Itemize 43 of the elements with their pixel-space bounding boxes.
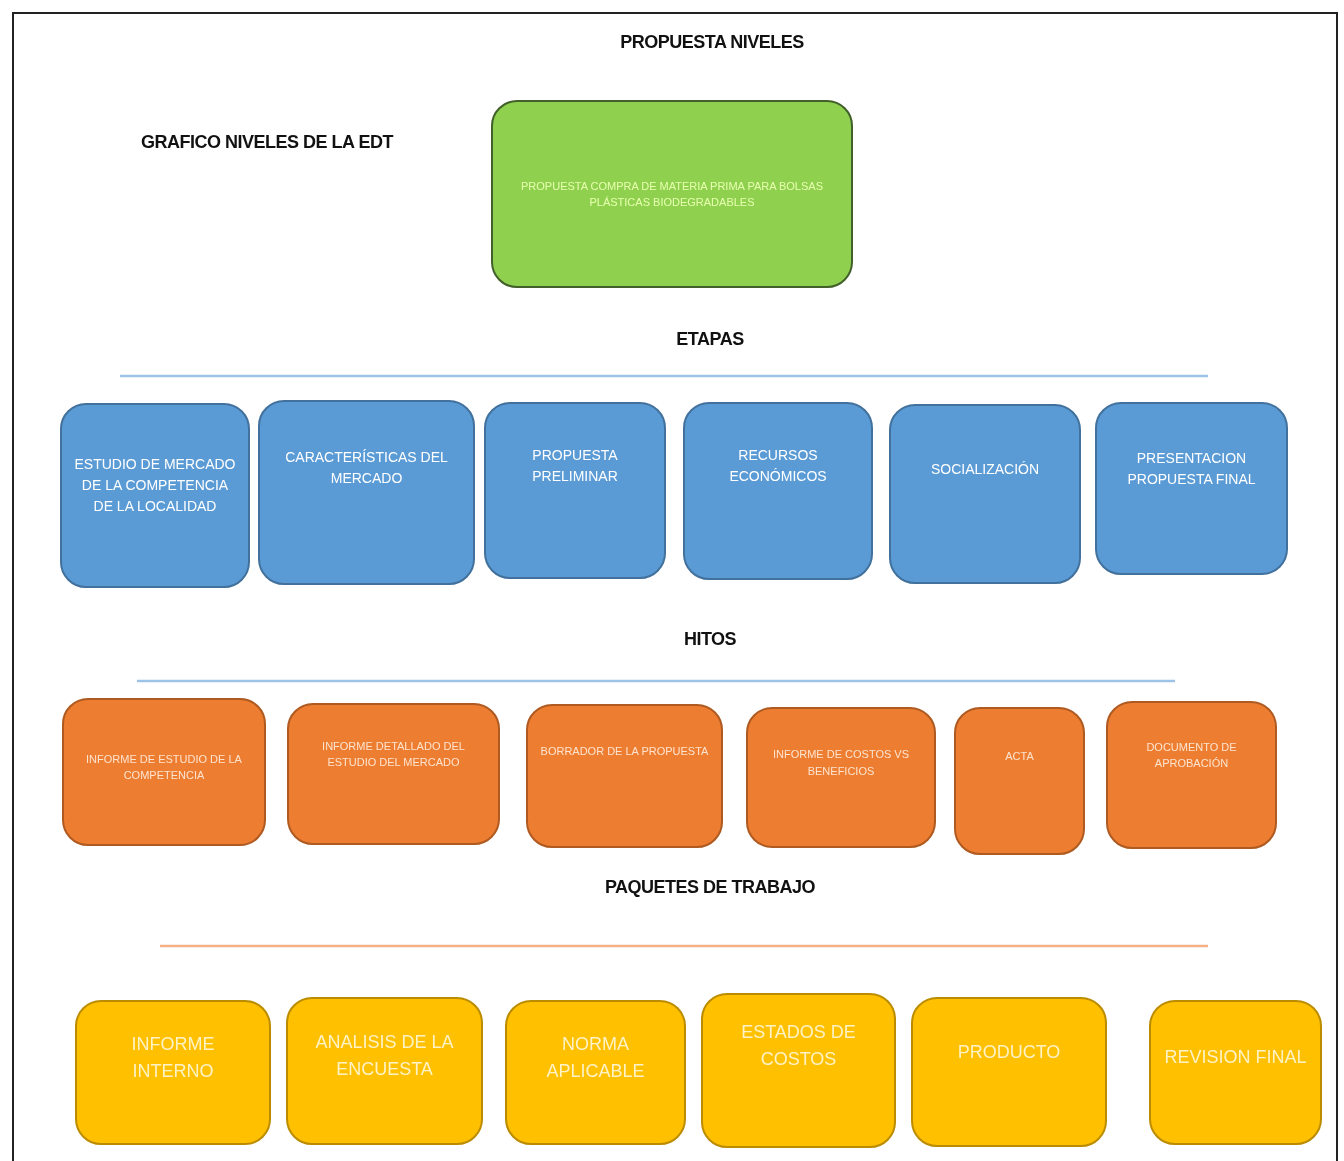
box-label: DOCUMENTO DE APROBACIÓN (1145, 739, 1238, 771)
box-label: REVISION FINAL (1164, 1046, 1307, 1069)
box-label: ACTA (1005, 748, 1034, 764)
diagram-title: PROPUESTA NIVELES (620, 32, 804, 53)
box-label: BORRADOR DE LA PROPUESTA (540, 743, 709, 759)
process-box (526, 704, 723, 848)
process-box (287, 703, 500, 845)
box-label: INFORME DE ESTUDIO DE LA COMPETENCIA (85, 751, 243, 783)
box-label: PRESENTACION PROPUESTA FINAL (1126, 448, 1257, 489)
level-heading: HITOS (683, 629, 737, 650)
box-label: SOCIALIZACIÓN (930, 459, 1040, 479)
process-box (484, 402, 666, 579)
process-box (683, 402, 873, 580)
process-box (505, 1000, 686, 1145)
section-heading: GRAFICO NIVELES DE LA EDT (141, 132, 393, 153)
process-box (746, 707, 936, 848)
process-box (1095, 402, 1288, 575)
box-label: ESTUDIO DE MERCADO DE LA COMPETENCIA DE LA LOCALIDAD (74, 455, 236, 516)
box-label: INFORME DETALLADO DEL ESTUDIO DEL MERCADO (321, 738, 466, 770)
process-box (258, 400, 475, 585)
process-box (62, 698, 266, 846)
process-box (954, 707, 1085, 855)
process-box (491, 100, 853, 288)
process-box (286, 997, 483, 1145)
box-label: NORMA APLICABLE (545, 1032, 646, 1083)
box-label: CARACTERÍSTICAS DEL MERCADO (284, 447, 449, 488)
process-box (60, 403, 250, 588)
box-label: PROPUESTA COMPRA DE MATERIA PRIMA PARA BOLSAS PLÁSTICAS BIODEGRADABLES (520, 178, 824, 210)
box-label: ESTADOS DE COSTOS (740, 1020, 857, 1071)
process-box (701, 993, 896, 1148)
box-label: INFORME DE COSTOS VS BENEFICIOS (771, 747, 911, 779)
box-label: ANALISIS DE LA ENCUESTA (314, 1031, 455, 1081)
process-box (889, 404, 1081, 584)
process-box (1149, 1000, 1322, 1145)
level-heading: ETAPAS (676, 329, 744, 350)
level-heading: PAQUETES DE TRABAJO (604, 877, 816, 898)
process-box (911, 997, 1107, 1147)
box-label: RECURSOS ECONÓMICOS (728, 446, 828, 486)
process-box (75, 1000, 271, 1145)
process-box (1106, 701, 1277, 849)
box-label: PRODUCTO (957, 1040, 1061, 1064)
box-label: INFORME INTERNO (130, 1032, 216, 1083)
box-label: PROPUESTA PRELIMINAR (531, 445, 619, 486)
